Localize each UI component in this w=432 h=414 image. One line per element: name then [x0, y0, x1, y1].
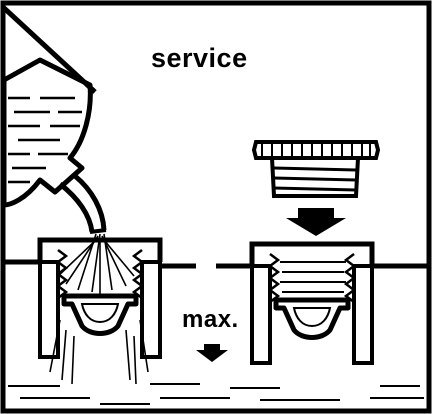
down-arrow-icon: [286, 208, 346, 236]
reservoir-fluid: [8, 383, 424, 405]
fluid-level-line: [3, 259, 429, 269]
fluid-stream: [55, 233, 135, 296]
capped-reservoir-neck: [249, 241, 375, 365]
open-reservoir-neck: [37, 237, 163, 385]
filler-cap-icon: [251, 140, 381, 198]
pouring-bottle-icon: [1, 6, 107, 234]
max-level-label: max.: [182, 306, 239, 333]
level-marker-icon: [196, 344, 228, 362]
service-label: service: [151, 43, 248, 73]
